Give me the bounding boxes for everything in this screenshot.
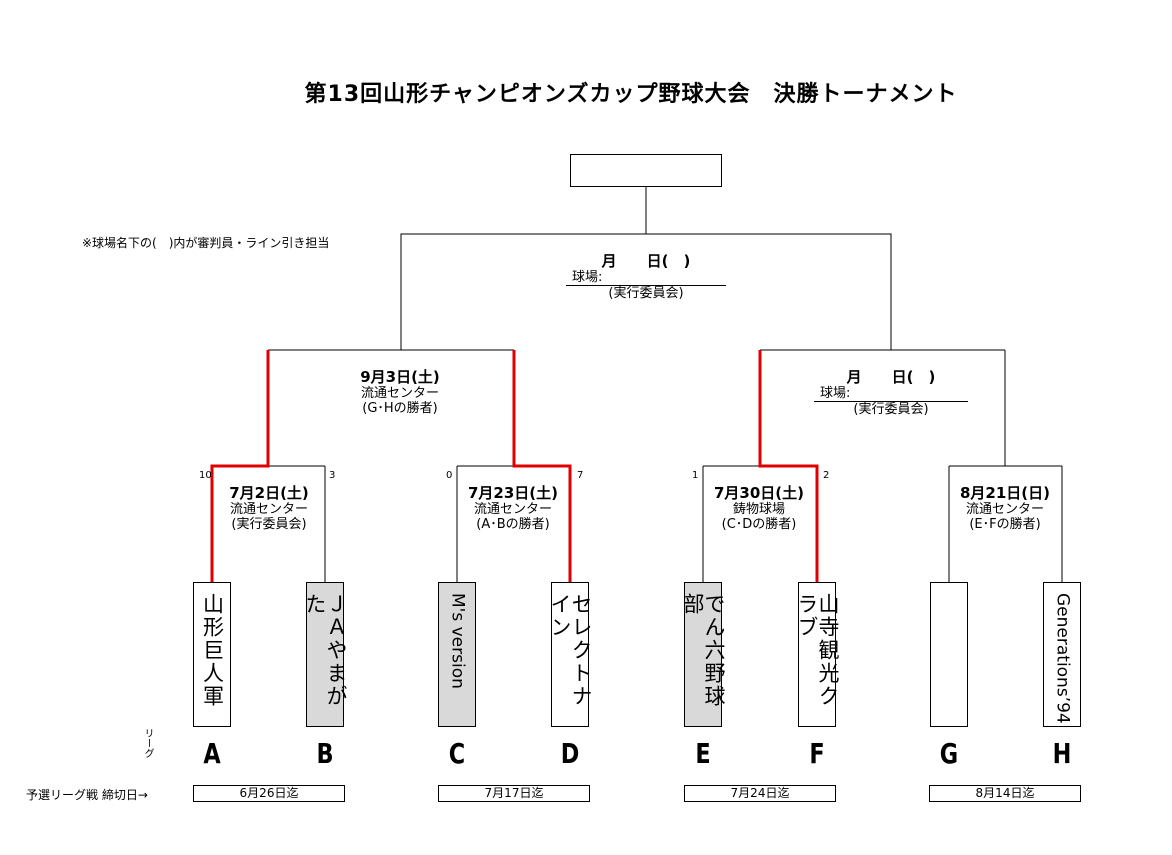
- quarter-3-referee: (C･Dの勝者): [721, 517, 797, 532]
- team-name-b: ＪＡやまがた: [303, 593, 348, 708]
- quarter-1-referee: (実行委員会): [231, 517, 307, 532]
- quarter-4-info: 8月21日(日) 流通センター (E･Fの勝者): [942, 484, 1068, 532]
- semi-2-venue: 球場:: [814, 386, 968, 402]
- team-box-b: ＪＡやまがた: [303, 582, 348, 727]
- quarter-4-venue: 流通センター: [965, 502, 1044, 517]
- semi-1-info: 9月3日(土) 流通センター (G･Hの勝者): [330, 368, 470, 416]
- quarter-1-info: 7月2日(土) 流通センター (実行委員会): [206, 484, 332, 532]
- quarter-3-date: 7月30日(土): [713, 484, 805, 502]
- deadline-ef: 7月24日迄: [684, 785, 836, 802]
- quarter-2-date: 7月23日(土): [467, 484, 559, 502]
- quarter-3-info: 7月30日(土) 鋳物球場 (C･Dの勝者): [696, 484, 822, 532]
- final-venue: 球場:: [566, 270, 726, 286]
- semi-2-info: 月 日( ) 球場: (実行委員会): [814, 368, 968, 417]
- team-box-h: Generations’94: [1043, 582, 1081, 727]
- team-name-h: Generations’94: [1052, 593, 1073, 724]
- team-box-g: [930, 582, 968, 727]
- final-date: 月 日( ): [601, 252, 691, 270]
- score-a: 10: [199, 470, 212, 481]
- quarter-1-date: 7月2日(土): [229, 484, 309, 502]
- semi-1-referee: (G･Hの勝者): [362, 401, 438, 416]
- quarter-4-date: 8月21日(日): [959, 484, 1051, 502]
- league-letter-g: G: [939, 737, 959, 770]
- semi-1-date: 9月3日(土): [360, 368, 440, 386]
- semi-1-venue: 流通センター: [360, 386, 439, 401]
- quarter-3-venue: 鋳物球場: [732, 502, 785, 517]
- semi-2-date: 月 日( ): [846, 368, 936, 386]
- team-name-a: 山形巨人軍: [200, 593, 225, 708]
- league-letter-c: C: [448, 737, 466, 770]
- quarter-2-info: 7月23日(土) 流通センター (A･Bの勝者): [450, 484, 576, 532]
- score-f: 2: [823, 470, 830, 481]
- quarter-1-venue: 流通センター: [229, 502, 308, 517]
- deadline-ab: 6月26日迄: [193, 785, 345, 802]
- team-box-d: セレクトナイン: [548, 582, 593, 727]
- deadline-label: 予選リーグ戦 締切日→: [26, 788, 148, 802]
- referee-note: ※球場名下の( )内が審判員・ライン引き担当: [82, 236, 330, 250]
- team-name-f: 山寺観光クラブ: [795, 593, 840, 708]
- team-name-c: M's version: [447, 593, 468, 689]
- score-c: 0: [446, 470, 453, 481]
- team-name-e: でん六野球部: [681, 593, 726, 708]
- final-referee: (実行委員会): [608, 286, 684, 301]
- team-box-c: M's version: [438, 582, 476, 727]
- score-e: 1: [692, 470, 699, 481]
- league-letter-h: H: [1052, 737, 1072, 770]
- team-box-f: 山寺観光クラブ: [795, 582, 840, 727]
- score-d: 7: [577, 470, 584, 481]
- league-letter-f: F: [809, 737, 825, 770]
- quarter-2-referee: (A･Bの勝者): [476, 517, 550, 532]
- deadline-cd: 7月17日迄: [438, 785, 590, 802]
- semi-2-referee: (実行委員会): [853, 402, 929, 417]
- team-box-e: でん六野球部: [681, 582, 726, 727]
- league-letter-d: D: [560, 737, 580, 770]
- team-name-d: セレクトナイン: [548, 593, 593, 708]
- page-title: 第13回山形チャンピオンズカップ野球大会 決勝トーナメント: [304, 82, 958, 107]
- league-letter-e: E: [695, 737, 711, 770]
- score-b: 3: [329, 470, 336, 481]
- league-letter-b: B: [316, 737, 334, 770]
- final-info: 月 日( ) 球場: (実行委員会): [566, 252, 726, 301]
- league-letter-a: A: [203, 737, 221, 770]
- team-box-a: 山形巨人軍: [193, 582, 231, 727]
- quarter-2-venue: 流通センター: [473, 502, 552, 517]
- quarter-4-referee: (E･Fの勝者): [969, 517, 1041, 532]
- champion-box: [570, 154, 722, 187]
- deadline-gh: 8月14日迄: [929, 785, 1081, 802]
- league-label: リーグ: [142, 728, 153, 758]
